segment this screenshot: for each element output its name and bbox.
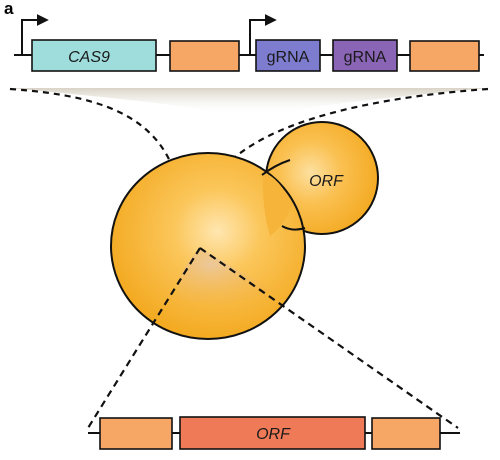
homology-arm-box <box>99 417 173 450</box>
homology-arm-box <box>169 40 240 72</box>
cell-junction <box>262 172 292 236</box>
grna-label-2: gRNA <box>344 49 387 66</box>
promoter-arrow-icon <box>249 14 277 55</box>
grna-label-1: gRNA <box>267 49 310 66</box>
panel-label: a <box>4 0 14 18</box>
integration-region <box>177 248 272 304</box>
grna-box-2 <box>332 39 398 72</box>
homology-arm-box <box>409 40 480 72</box>
cas9-gene-box <box>31 39 157 72</box>
promoter-arrow-icon <box>21 14 49 55</box>
funnel-shadow <box>10 88 488 115</box>
cell-outline-upper <box>261 159 291 176</box>
cas9-label: CAS9 <box>68 49 110 66</box>
transformation-arrow-right <box>197 87 489 216</box>
orf-box <box>179 416 366 450</box>
orf-label: ORF <box>256 426 291 443</box>
homology-arm-box <box>371 417 441 450</box>
bud-orf-label: ORF <box>309 173 344 190</box>
cell-outline-lower <box>281 225 306 231</box>
zoom-line-right <box>199 247 459 429</box>
grna-box-1 <box>255 39 321 72</box>
